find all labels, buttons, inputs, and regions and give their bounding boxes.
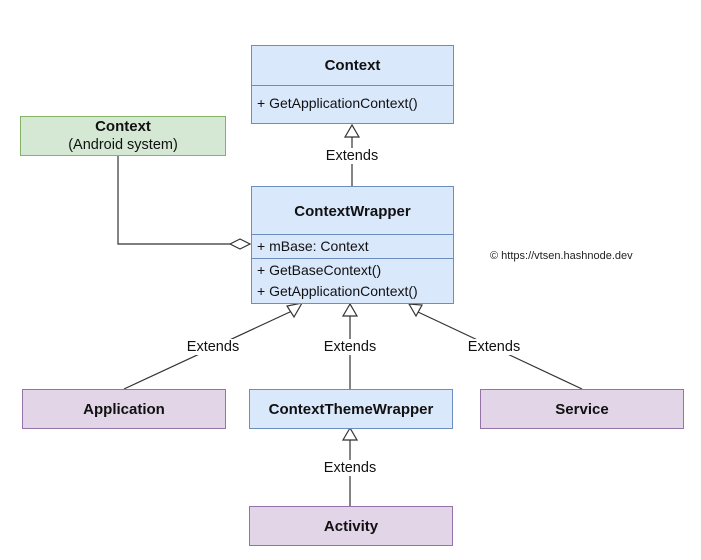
edge-label-extends: Extends bbox=[322, 339, 378, 355]
class-title: Service bbox=[555, 400, 609, 418]
aggregation-diamond bbox=[228, 238, 252, 250]
class-methods: + GetApplicationContext() bbox=[252, 85, 453, 123]
class-application: Application bbox=[22, 389, 226, 429]
class-service: Service bbox=[480, 389, 684, 429]
class-methods: + GetBaseContext() + GetApplicationConte… bbox=[252, 258, 453, 303]
class-activity: Activity bbox=[249, 506, 453, 546]
field: + mBase: Context bbox=[257, 238, 369, 254]
inheritance-arrow-context bbox=[343, 123, 361, 138]
edge-label-extends: Extends bbox=[185, 339, 241, 355]
edge-aggregation-android-context bbox=[117, 155, 230, 245]
class-subtitle: (Android system) bbox=[68, 137, 178, 153]
method: + GetApplicationContext() bbox=[257, 95, 418, 111]
copyright-notice: © https://vtsen.hashnode.dev bbox=[490, 250, 633, 262]
class-context: Context + GetApplicationContext() bbox=[251, 45, 454, 124]
class-context-wrapper: ContextWrapper + mBase: Context + GetBas… bbox=[251, 186, 454, 304]
class-context-android-system: Context (Android system) bbox=[20, 116, 226, 156]
class-title: Application bbox=[83, 400, 165, 418]
class-title: Context bbox=[95, 118, 151, 135]
class-context-theme-wrapper: ContextThemeWrapper bbox=[249, 389, 453, 429]
inheritance-arrow-service bbox=[407, 303, 423, 318]
inheritance-arrow-theme bbox=[341, 302, 359, 317]
edge-label-extends: Extends bbox=[324, 148, 380, 164]
method: + GetBaseContext() bbox=[257, 262, 382, 278]
edge-label-extends: Extends bbox=[322, 460, 378, 476]
class-title: ContextWrapper bbox=[294, 203, 411, 220]
class-title: ContextThemeWrapper bbox=[268, 400, 434, 418]
class-title: Context bbox=[324, 57, 381, 74]
edge-label-extends: Extends bbox=[466, 339, 522, 355]
inheritance-arrow-activity bbox=[341, 426, 359, 441]
class-title: Activity bbox=[323, 517, 379, 535]
inheritance-arrow-application bbox=[286, 302, 304, 319]
class-fields: + mBase: Context bbox=[252, 234, 453, 258]
method: + GetApplicationContext() bbox=[257, 283, 418, 299]
